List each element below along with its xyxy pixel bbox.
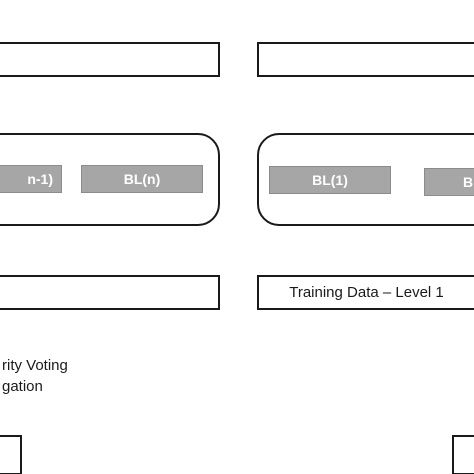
- base-learner-2-partial-label: B: [463, 174, 474, 190]
- left-bottom-box: [0, 275, 220, 310]
- training-data-level-1-label: Training Data – Level 1: [289, 284, 444, 301]
- voting-caption: rity Voting gation: [2, 355, 68, 397]
- base-learner-2-partial: B: [424, 168, 474, 196]
- base-learner-n: BL(n): [81, 165, 203, 193]
- voting-caption-line-1: rity Voting: [2, 357, 68, 374]
- right-output-box: [452, 435, 474, 474]
- base-learner-1-label: BL(1): [312, 172, 348, 188]
- base-learner-n-minus-1-label: n-1): [27, 171, 53, 187]
- base-learner-1: BL(1): [269, 166, 391, 194]
- left-output-box: [0, 435, 22, 474]
- voting-caption-line-2: gation: [2, 378, 43, 395]
- left-top-box: [0, 42, 220, 77]
- right-top-box: [257, 42, 474, 77]
- training-data-level-1-box: Training Data – Level 1: [257, 275, 474, 310]
- base-learner-n-label: BL(n): [123, 171, 161, 187]
- base-learner-n-minus-1: n-1): [0, 165, 62, 193]
